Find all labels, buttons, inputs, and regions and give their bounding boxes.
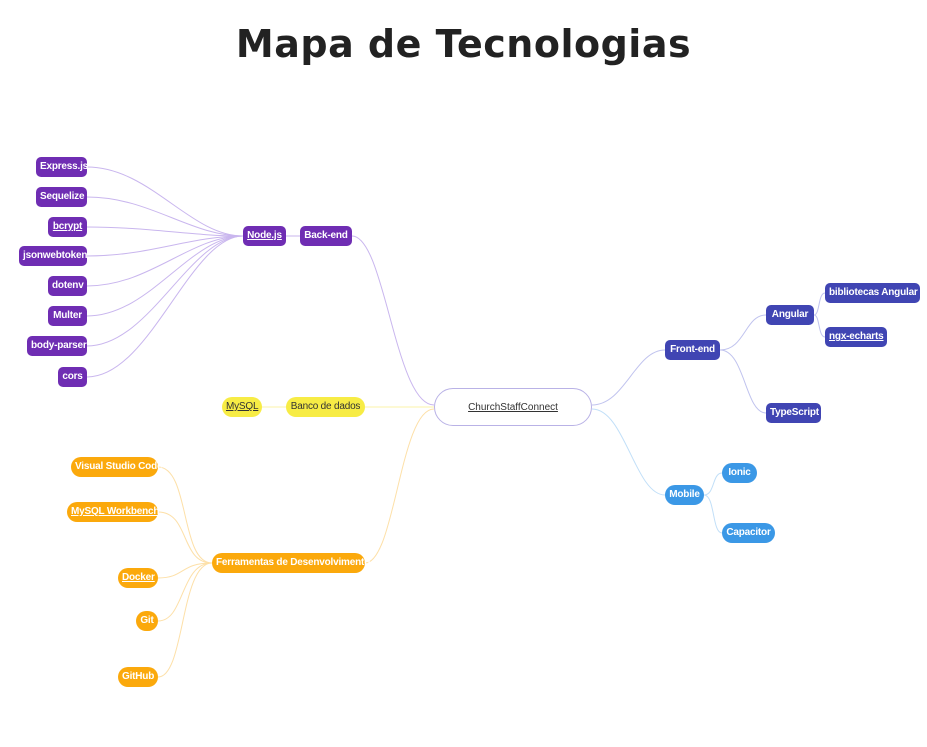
edge-root-backend (351, 235, 435, 406)
angular-libs-node[interactable]: bibliotecas Angular (825, 283, 920, 303)
typescript-node[interactable]: TypeScript (766, 403, 821, 423)
edge-root-frontend (591, 349, 666, 406)
edge-angular-echarts (813, 314, 826, 338)
lib-node-multer[interactable]: Multer (48, 306, 87, 326)
lib-node-sequelize[interactable]: Sequelize (36, 187, 87, 207)
frontend-node[interactable]: Front-end (665, 340, 720, 360)
edge-tools-docker (157, 562, 213, 579)
edge-nodejs-expressjs (86, 166, 244, 237)
edge-tools-github (157, 562, 213, 678)
lib-node-dotenv[interactable]: dotenv (48, 276, 87, 296)
edge-tools-workbench (157, 511, 213, 564)
edge-nodejs-jsonwebtoken (86, 235, 244, 257)
ionic-node[interactable]: Ionic (722, 463, 757, 483)
backend-node[interactable]: Back-end (300, 226, 352, 246)
edge-mobile-capacitor (703, 494, 723, 534)
edge-nodejs-sequelize (86, 196, 244, 237)
mobile-node[interactable]: Mobile (665, 485, 704, 505)
mysql-node[interactable]: MySQL (222, 397, 262, 417)
lib-node-cors[interactable]: cors (58, 367, 87, 387)
ngx-echarts-node[interactable]: ngx-echarts (825, 327, 887, 347)
database-node[interactable]: Banco de dados (286, 397, 365, 417)
edge-nodejs-bcrypt (86, 226, 244, 237)
tool-node-git[interactable]: Git (136, 611, 158, 631)
root-node[interactable]: ChurchStaffConnect (434, 388, 592, 426)
tool-node-docker[interactable]: Docker (118, 568, 158, 588)
lib-node-body-parser[interactable]: body-parser (27, 336, 87, 356)
capacitor-node[interactable]: Capacitor (722, 523, 775, 543)
edge-angular-libs (813, 292, 826, 316)
edge-frontend-angular (719, 314, 767, 351)
edge-nodejs-dotenv (86, 235, 244, 287)
lib-node-bcrypt[interactable]: bcrypt (48, 217, 87, 237)
edge-nodejs-cors (86, 235, 244, 378)
edge-root-tools (364, 408, 435, 564)
page-title: Mapa de Tecnologias (235, 22, 692, 66)
tool-node-vscode[interactable]: Visual Studio Code (71, 457, 163, 477)
edge-frontend-typescript (719, 349, 767, 414)
edge-nodejs-multer (86, 235, 244, 317)
angular-node[interactable]: Angular (766, 305, 814, 325)
lib-node-jsonwebtoken[interactable]: jsonwebtoken (19, 246, 87, 266)
tools-node[interactable]: Ferramentas de Desenvolvimento (212, 553, 370, 573)
edge-root-mobile (591, 408, 666, 496)
tool-node-github[interactable]: GitHub (118, 667, 158, 687)
nodejs-node[interactable]: Node.js (243, 226, 286, 246)
edge-tools-git (157, 562, 213, 622)
edge-nodejs-bodyparser (86, 235, 244, 347)
edge-tools-vscode (157, 466, 213, 564)
tool-node-mysql-workbench[interactable]: MySQL Workbench (67, 502, 160, 522)
edge-mobile-ionic (703, 472, 723, 496)
lib-node-expressjs[interactable]: Express.js (36, 157, 88, 177)
